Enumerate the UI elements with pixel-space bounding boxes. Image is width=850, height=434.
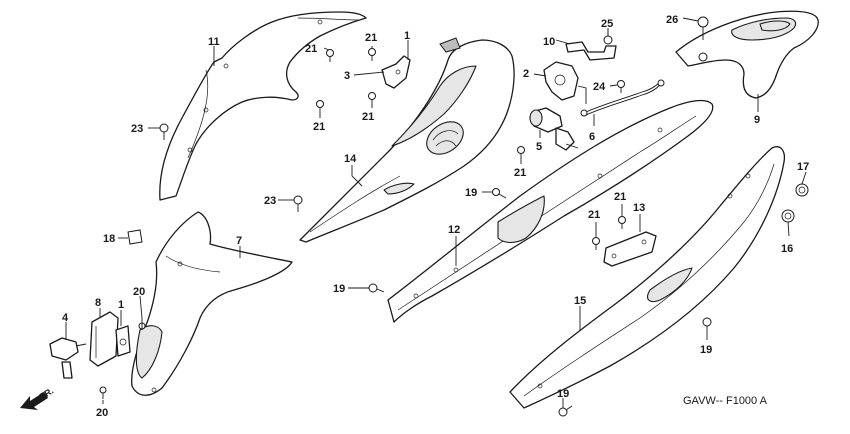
callout-21: 21 — [588, 209, 600, 221]
bolt-21-b — [316, 100, 324, 113]
bolt-19-d — [558, 405, 573, 417]
bolt-21-d — [368, 92, 376, 105]
part-15-side-rail-right — [509, 146, 786, 409]
bolt-19-b — [368, 283, 385, 293]
bolt-19-c — [702, 317, 712, 334]
bolt-20-b — [99, 386, 107, 399]
callout-1: 1 — [404, 30, 410, 42]
callout-14: 14 — [344, 153, 357, 165]
bolt-21-e — [517, 146, 525, 159]
bolt-23-b — [293, 195, 303, 212]
bolt-23-a — [159, 123, 169, 140]
callout-23: 23 — [264, 195, 276, 207]
callout-21: 21 — [362, 111, 374, 123]
part-9-grab-rail — [675, 10, 819, 99]
part-11-side-cover-upper — [159, 11, 367, 201]
callout-21: 21 — [614, 191, 626, 203]
callout-4: 4 — [62, 312, 69, 324]
front-direction-arrow: FR. — [20, 386, 55, 410]
part-5-key-cylinder — [529, 107, 579, 151]
part-6-cable — [580, 79, 665, 117]
part-3-bracket — [381, 55, 411, 89]
callout-16: 16 — [781, 243, 793, 255]
callout-20: 20 — [96, 407, 108, 419]
part-7-lower-cover — [131, 211, 293, 396]
bolt-20-a — [138, 318, 146, 330]
callout-5: 5 — [536, 141, 542, 153]
callout-24: 24 — [593, 81, 606, 93]
callout-19: 19 — [557, 388, 569, 400]
callout-8: 8 — [95, 297, 101, 309]
callout-10: 10 — [543, 36, 555, 48]
bolt-21-c — [368, 48, 376, 61]
front-arrow-label: FR. — [38, 386, 56, 402]
part-13-plate — [603, 231, 657, 267]
callout-19: 19 — [700, 344, 712, 356]
part-1-latch — [115, 325, 131, 357]
bolt-24 — [617, 80, 625, 93]
callout-18: 18 — [103, 233, 115, 245]
callout-12: 12 — [448, 224, 460, 236]
callout-26: 26 — [666, 14, 678, 26]
callout-20: 20 — [133, 286, 145, 298]
part-12-side-rail-left — [387, 99, 714, 323]
bolt-21-a — [326, 49, 334, 62]
callout-19: 19 — [333, 283, 345, 295]
part-8-lid — [89, 311, 119, 367]
callout-21: 21 — [313, 121, 325, 133]
callouts: 11 21 21 1 3 21 21 23 10 25 2 24 26 9 14… — [62, 14, 809, 419]
callout-9: 9 — [754, 114, 760, 126]
clip-18 — [127, 229, 143, 245]
bolt-19-a — [492, 188, 507, 199]
callout-11: 11 — [208, 36, 220, 48]
callout-21: 21 — [514, 167, 526, 179]
callout-25: 25 — [601, 18, 613, 30]
callout-13: 13 — [633, 202, 645, 214]
callout-23: 23 — [131, 123, 143, 135]
part-2-seat-lock — [543, 61, 587, 104]
bolt-21-g — [592, 237, 600, 250]
callout-21: 21 — [365, 32, 377, 44]
callout-3: 3 — [344, 70, 350, 82]
callout-1: 1 — [118, 299, 124, 311]
fasteners — [99, 48, 809, 417]
callout-17: 17 — [797, 161, 809, 173]
bolt-21-f — [618, 216, 626, 229]
clip-16 — [781, 209, 795, 223]
callout-6: 6 — [589, 131, 595, 143]
part-14-rear-body-cover — [299, 37, 515, 243]
clip-17 — [795, 183, 809, 197]
leader-lines — [65, 17, 807, 408]
diagram-code: GAVW-- F1000 A — [683, 395, 768, 407]
callout-15: 15 — [574, 295, 586, 307]
part-10-bracket — [565, 30, 617, 61]
part-4-key-lock — [49, 337, 87, 379]
callout-19: 19 — [465, 187, 477, 199]
callout-2: 2 — [523, 68, 529, 80]
callout-7: 7 — [236, 235, 242, 247]
callout-21: 21 — [305, 43, 317, 55]
